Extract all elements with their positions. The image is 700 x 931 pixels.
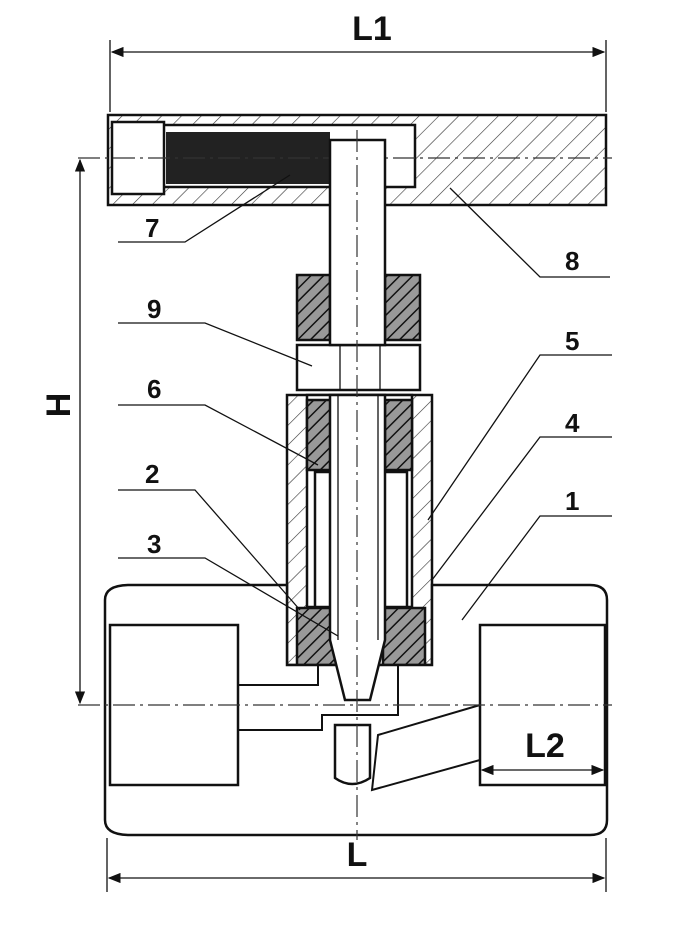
label-3: 3 [147,529,161,559]
dimension-label-l2: L2 [525,727,565,765]
label-9: 9 [147,294,161,324]
dimension-l2: L2 [480,727,605,776]
label-7: 7 [145,213,159,243]
dimension-label-l1: L1 [352,10,392,48]
label-6: 6 [147,374,161,404]
dimension-l: L [106,836,607,892]
dimension-h: H [40,158,86,705]
dimension-label-h: H [40,393,78,418]
dimension-l1: L1 [109,10,607,112]
stem [328,138,387,702]
label-1: 1 [565,486,579,516]
label-5: 5 [565,326,579,356]
label-8: 8 [565,246,579,276]
label-2: 2 [145,459,159,489]
part-labels: 7 8 9 5 6 4 2 1 3 [118,174,612,637]
label-4: 4 [565,408,580,438]
dimension-label-l: L [347,836,368,874]
